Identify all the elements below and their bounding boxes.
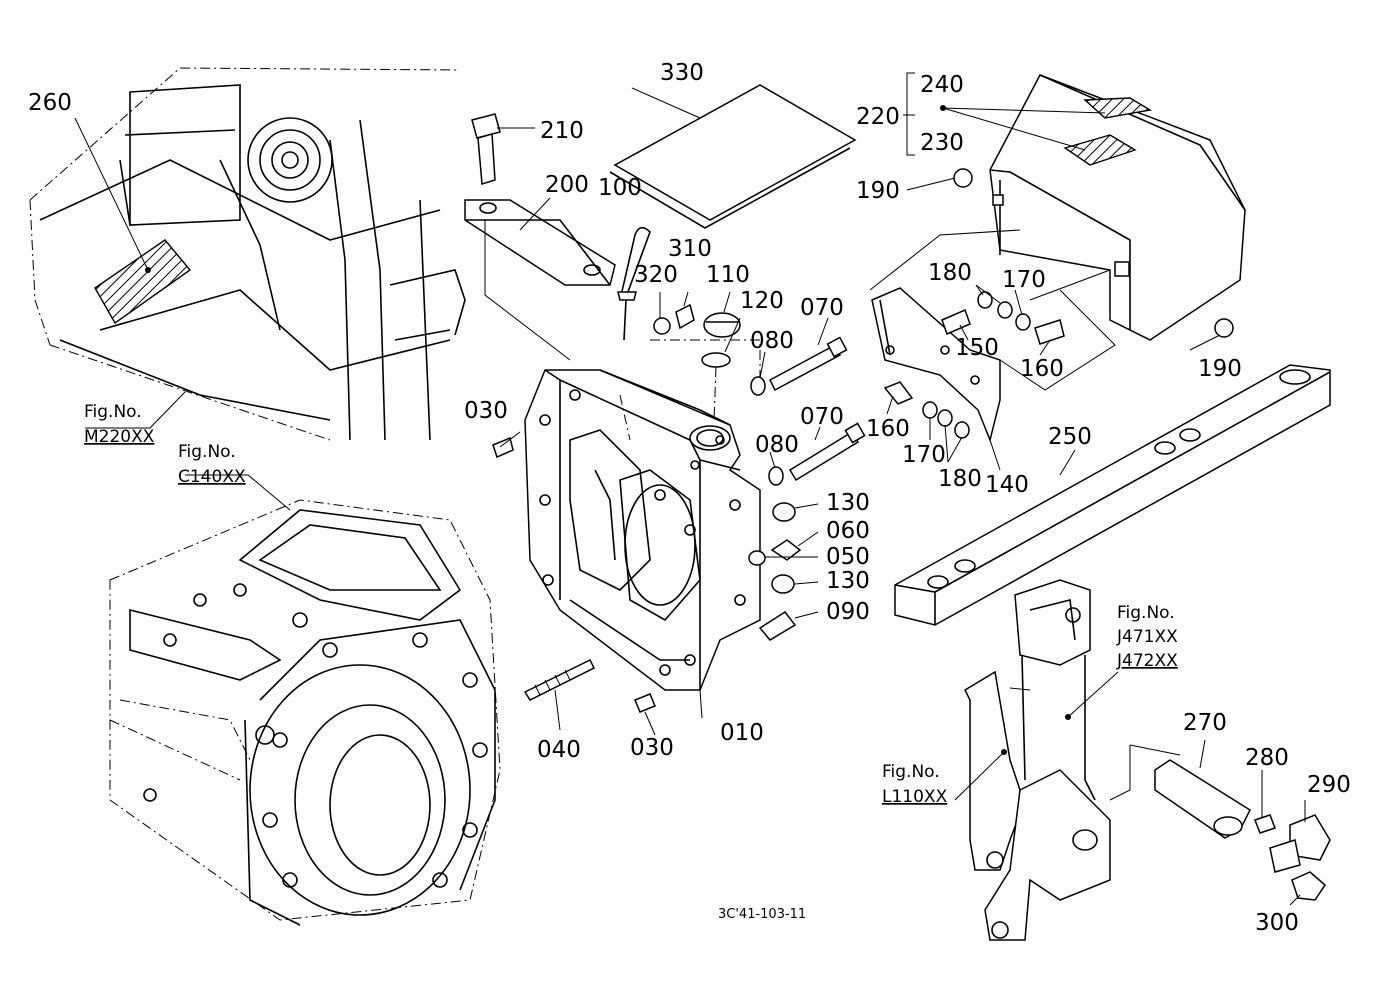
label-130-a: 130	[826, 490, 870, 516]
label-330: 330	[660, 60, 704, 86]
cover-220	[940, 74, 1246, 341]
bracket-140	[869, 229, 1116, 443]
fig-j471-title: Fig.No.	[1117, 603, 1175, 623]
hitch-assembly	[954, 579, 1331, 941]
label-300: 300	[1255, 910, 1299, 936]
label-280: 280	[1245, 745, 1289, 771]
part-labels: 010 030 030 040 050 060 070 070 080 080 …	[28, 60, 1351, 936]
label-160-b: 160	[866, 416, 910, 442]
label-010: 010	[720, 720, 764, 746]
label-240: 240	[920, 72, 964, 98]
label-070-b: 070	[800, 404, 844, 430]
label-170-a: 170	[1002, 267, 1046, 293]
label-110: 110	[706, 262, 750, 288]
label-190-a: 190	[856, 178, 900, 204]
case-holes	[539, 389, 746, 676]
label-140: 140	[985, 472, 1029, 498]
label-180-a: 180	[928, 260, 972, 286]
label-310: 310	[668, 236, 712, 262]
label-190-b: 190	[1198, 356, 1242, 382]
label-150: 150	[955, 335, 999, 361]
label-290: 290	[1307, 772, 1351, 798]
label-230: 230	[920, 130, 964, 156]
reference-housing-c140	[109, 474, 501, 926]
label-120: 120	[740, 288, 784, 314]
decal-260	[94, 239, 192, 325]
case-hardware	[492, 226, 866, 713]
plate-200	[464, 113, 616, 361]
label-250: 250	[1048, 424, 1092, 450]
figure-references: Fig.No. M220XX Fig.No. C140XX Fig.No. J4…	[84, 402, 1178, 807]
case-010	[524, 339, 761, 691]
label-270: 270	[1183, 710, 1227, 736]
label-180-b: 180	[938, 466, 982, 492]
label-210: 210	[540, 118, 584, 144]
label-260: 260	[28, 90, 72, 116]
label-170-b: 170	[902, 442, 946, 468]
drawbar-250	[894, 364, 1331, 626]
fig-m220-code: M220XX	[84, 427, 155, 447]
fig-m220-title: Fig.No.	[84, 402, 142, 422]
label-100: 100	[598, 175, 642, 201]
label-070-a: 070	[800, 295, 844, 321]
decal-230	[1063, 134, 1137, 166]
fig-l110-code: L110XX	[882, 787, 948, 807]
fig-l110-title: Fig.No.	[882, 762, 940, 782]
label-130-b: 130	[826, 568, 870, 594]
label-320: 320	[634, 262, 678, 288]
manual-330	[609, 84, 857, 229]
drawing-code: 3C'41-103-11	[718, 907, 806, 922]
label-080-a: 080	[750, 328, 794, 354]
label-030-a: 030	[464, 398, 508, 424]
label-200: 200	[545, 172, 589, 198]
fig-j472-code: J472XX	[1116, 651, 1178, 671]
label-030-b: 030	[630, 735, 674, 761]
label-040: 040	[537, 737, 581, 763]
fig-c140-code: C140XX	[178, 467, 246, 487]
label-220: 220	[856, 104, 900, 130]
leader-lines	[497, 72, 1306, 906]
label-090: 090	[826, 599, 870, 625]
label-060: 060	[826, 518, 870, 544]
label-050: 050	[826, 544, 870, 570]
fig-j471-code: J471XX	[1116, 627, 1178, 647]
label-160-a: 160	[1020, 356, 1064, 382]
label-080-b: 080	[755, 432, 799, 458]
housing-bolt-holes	[143, 583, 488, 888]
reference-body-m220	[29, 67, 466, 441]
fig-c140-title: Fig.No.	[178, 442, 236, 462]
